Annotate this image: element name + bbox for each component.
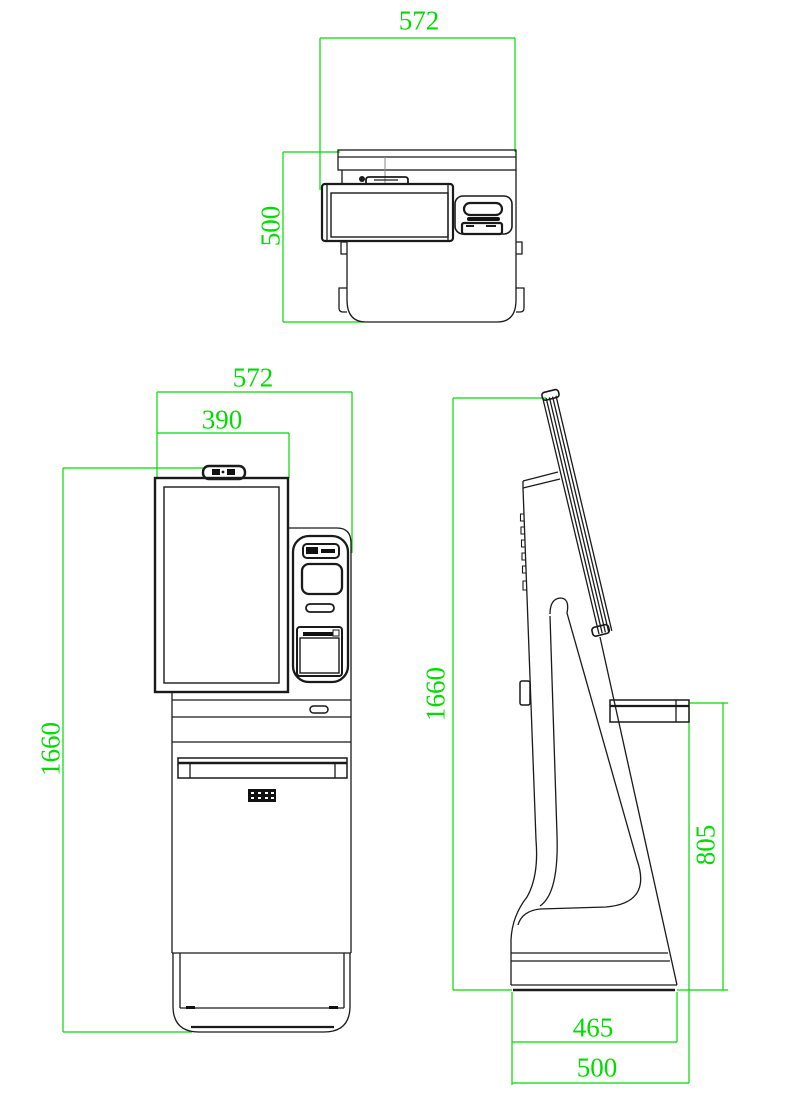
top-view-body [320, 149, 525, 323]
card-reader-slot [302, 543, 340, 559]
edge-port-bumps [519, 513, 527, 591]
front-view-dimension-lines [62, 391, 353, 1033]
tray-bar [177, 757, 348, 779]
base-plinth-front [172, 952, 351, 1033]
dim-label-counter-height: 805 [690, 824, 721, 866]
front-view [62, 391, 353, 1033]
counter-shelf [609, 699, 690, 723]
top-view [282, 37, 525, 323]
payment-pod-front [291, 534, 350, 684]
side-handle-tab [519, 680, 531, 706]
vent-grille [248, 789, 276, 802]
side-view-body [510, 388, 690, 992]
camera-module-top [365, 176, 409, 184]
touchscreen-front [153, 476, 290, 694]
screen-slab-side [541, 388, 613, 637]
dim-label-top-width: 572 [398, 5, 440, 36]
front-view-body [153, 464, 352, 1033]
rear-diagonal [599, 636, 678, 986]
base-side [511, 952, 677, 992]
top-view-dimension-lines [282, 37, 516, 323]
dim-label-top-depth: 500 [255, 205, 286, 247]
column-front-edge [510, 487, 538, 985]
internal-seams [517, 597, 642, 926]
side-view-dimension-lines [452, 397, 728, 1085]
camera-dot-top [359, 176, 365, 182]
dim-label-base-depth: 465 [572, 1012, 614, 1043]
pin-pad-window [300, 562, 344, 596]
receipt-printer-window [296, 626, 343, 677]
dim-label-front-width: 572 [232, 362, 274, 393]
lock-handle [309, 705, 329, 714]
side-view [452, 388, 728, 1085]
screen-top [320, 176, 455, 243]
dim-label-overall-depth: 500 [576, 1052, 618, 1083]
dim-label-side-height: 1660 [420, 667, 451, 721]
dim-label-front-height: 1660 [35, 722, 66, 776]
payment-pod-top [454, 195, 513, 236]
small-slot [305, 603, 335, 613]
dim-label-front-screen-width: 390 [201, 404, 243, 435]
